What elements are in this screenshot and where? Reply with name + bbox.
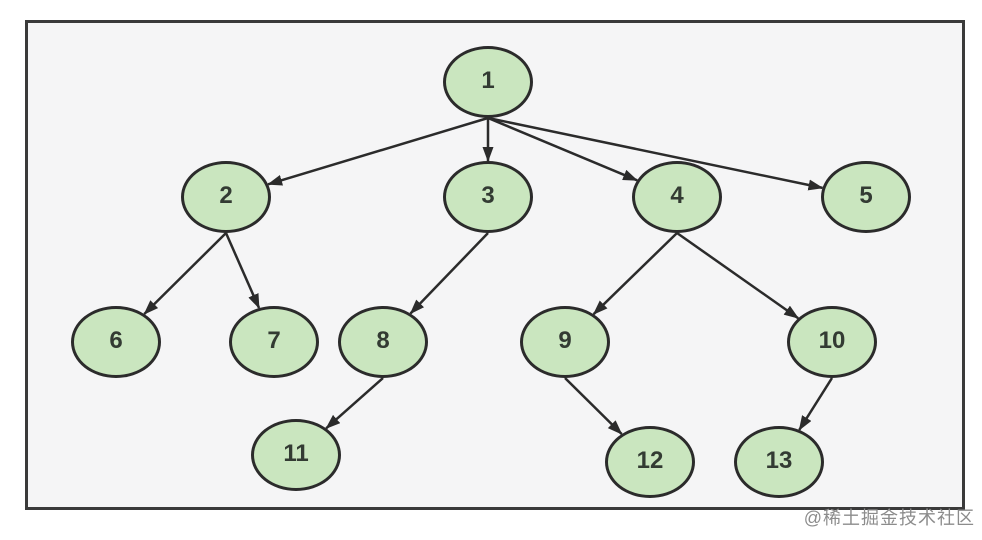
tree-node-13: 13 — [734, 426, 824, 498]
tree-node-label: 13 — [765, 447, 793, 474]
tree-node-9: 9 — [520, 306, 610, 378]
tree-node-1: 1 — [443, 46, 533, 118]
tree-node-4: 4 — [632, 161, 722, 233]
tree-node-label: 11 — [283, 440, 309, 467]
tree-node-5: 5 — [821, 161, 911, 233]
tree-node-3: 3 — [443, 161, 533, 233]
tree-node-label: 1 — [481, 67, 495, 94]
tree-node-label: 12 — [636, 447, 664, 474]
tree-node-12: 12 — [605, 426, 695, 498]
tree-node-8: 8 — [338, 306, 428, 378]
tree-node-label: 4 — [670, 182, 684, 209]
watermark: @稀土掘金技术社区 — [803, 508, 975, 528]
tree-node-2: 2 — [181, 161, 271, 233]
tree-node-label: 10 — [818, 327, 846, 354]
tree-node-label: 8 — [376, 327, 390, 354]
tree-node-label: 6 — [109, 327, 123, 354]
tree-node-7: 7 — [229, 306, 319, 378]
tree-node-6: 6 — [71, 306, 161, 378]
tree-node-label: 3 — [481, 182, 495, 209]
tree-node-11: 11 — [251, 419, 341, 491]
tree-node-10: 10 — [787, 306, 877, 378]
tree-node-label: 9 — [558, 327, 572, 354]
tree-node-label: 2 — [219, 182, 233, 209]
tree-node-label: 5 — [859, 182, 873, 209]
tree-node-label: 7 — [267, 327, 281, 354]
